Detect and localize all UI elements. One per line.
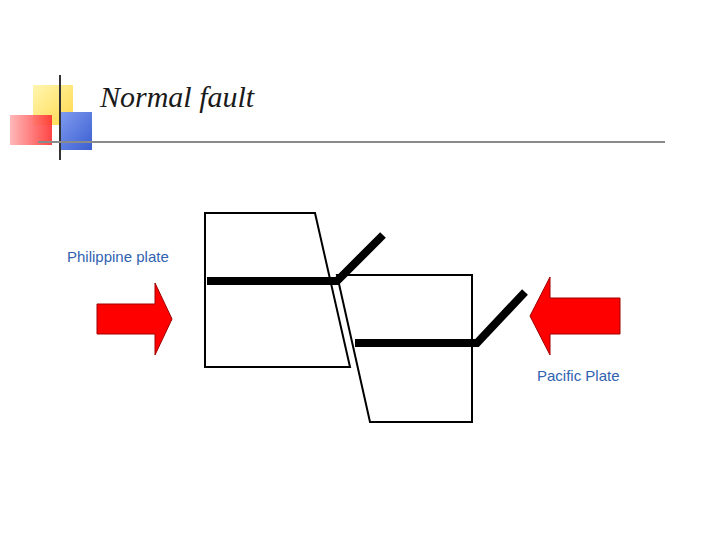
decor-square — [10, 115, 52, 145]
plate-label: Pacific Plate — [537, 367, 620, 384]
title-rule — [38, 141, 665, 143]
force-arrow — [97, 283, 172, 355]
slide-title: Normal fault — [100, 80, 254, 114]
fault-block — [205, 213, 350, 367]
rock-layer — [207, 235, 383, 281]
decor-square — [60, 112, 92, 150]
decor-line — [59, 75, 61, 160]
plate-label: Philippine plate — [67, 248, 169, 265]
force-arrow — [530, 277, 620, 355]
rock-layer — [355, 292, 525, 343]
fault-block — [337, 275, 472, 422]
